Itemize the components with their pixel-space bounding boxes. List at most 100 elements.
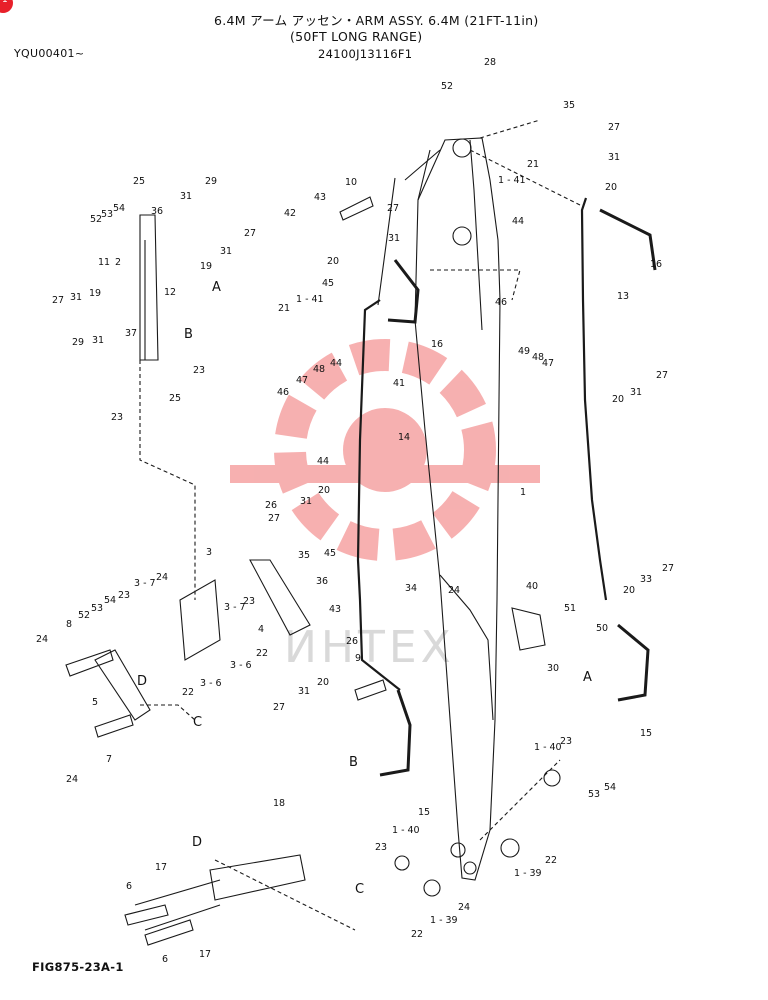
- ref-letter-B: B: [184, 327, 193, 342]
- callout-label: 20: [605, 182, 617, 193]
- callout-label: 14: [398, 432, 410, 443]
- cylinder-2: [139, 214, 159, 361]
- callout-label: 31: [92, 335, 104, 346]
- callout-label: 31: [388, 233, 400, 244]
- callout-label: 3: [206, 547, 212, 558]
- callout-label: 35: [563, 100, 575, 111]
- callout-label: 27: [656, 370, 668, 381]
- callout-label: 3 - 6: [200, 678, 222, 689]
- ref-letter-A: A: [583, 670, 592, 685]
- callout-label: 42: [284, 208, 296, 219]
- callout-label: 43: [314, 192, 326, 203]
- callout-label: 17: [155, 862, 167, 873]
- callout-label: 13: [617, 291, 629, 302]
- callout-label: 54: [604, 782, 616, 793]
- callout-label: 16: [650, 259, 662, 270]
- callout-label: 45: [324, 548, 336, 559]
- callout-label: 23: [375, 842, 387, 853]
- callout-label: 23: [243, 596, 255, 607]
- callout-label: 5: [92, 697, 98, 708]
- ref-letter-C: C: [193, 715, 202, 730]
- watermark-logo: [230, 339, 540, 561]
- callout-label: 6: [126, 881, 132, 892]
- ref-letter-D: D: [137, 674, 147, 689]
- callout-label: 31: [298, 686, 310, 697]
- callout-label: 36: [151, 206, 163, 217]
- callout-label: 27: [268, 513, 280, 524]
- callout-label: 6: [162, 954, 168, 965]
- callout-label: 43: [329, 604, 341, 615]
- callout-label: 4: [258, 624, 264, 635]
- callout-label: 47: [542, 358, 554, 369]
- callout-label: 46: [277, 387, 289, 398]
- callout-label: 45: [322, 278, 334, 289]
- callout-label: 52: [78, 610, 90, 621]
- callout-label: 27: [52, 295, 64, 306]
- callout-label: 16: [431, 339, 443, 350]
- callout-label: 44: [330, 358, 342, 369]
- callout-label: 46: [495, 297, 507, 308]
- callout-label: 23: [560, 736, 572, 747]
- bracket-37: [511, 607, 546, 651]
- callout-label: 17: [199, 949, 211, 960]
- callout-label: 24: [458, 902, 470, 913]
- callout-label: 44: [317, 456, 329, 467]
- callout-label: 3 - 6: [230, 660, 252, 671]
- callout-label: 28: [484, 57, 496, 68]
- pin-6-bottom: [144, 919, 194, 946]
- callout-label: 11: [98, 257, 110, 268]
- callout-label: 2: [115, 257, 121, 268]
- callout-label: 22: [411, 929, 423, 940]
- callout-label: 33: [640, 574, 652, 585]
- pin-10: [339, 196, 374, 221]
- callout-label: 26: [265, 500, 277, 511]
- arm-web-line: [377, 149, 441, 306]
- callout-label: 49: [518, 346, 530, 357]
- callout-label: 1: [520, 487, 526, 498]
- callout-label: 31: [70, 292, 82, 303]
- link-5: [94, 649, 151, 721]
- callout-label: 27: [608, 122, 620, 133]
- ref-letter-B: B: [349, 755, 358, 770]
- hose-16-top: [599, 208, 657, 271]
- callout-label: 21: [527, 159, 539, 170]
- callout-label: 7: [106, 754, 112, 765]
- callout-label: 15: [418, 807, 430, 818]
- callout-label: 3 - 7: [224, 602, 246, 613]
- callout-label: 1 - 41: [296, 294, 324, 305]
- pipe-13: [580, 197, 608, 601]
- callout-label: 25: [133, 176, 145, 187]
- callout-label: 36: [316, 576, 328, 587]
- hose-15-left: [379, 689, 412, 777]
- callout-label: 10: [345, 177, 357, 188]
- arm-body-edge: [417, 139, 494, 721]
- title-line-2: (50FT LONG RANGE): [290, 29, 423, 44]
- callout-label: 41: [393, 378, 405, 389]
- link-4: [249, 559, 311, 636]
- callout-label: 44: [512, 216, 524, 227]
- callout-label: 1 - 39: [430, 915, 458, 926]
- callout-label: 27: [387, 203, 399, 214]
- callout-label: 53: [91, 603, 103, 614]
- ref-letter-D: D: [192, 835, 202, 850]
- callout-label: 48: [532, 352, 544, 363]
- callout-label: 18: [273, 798, 285, 809]
- callout-label: 25: [169, 393, 181, 404]
- callout-label: 24: [156, 572, 168, 583]
- corner-badge-text: 1: [2, 0, 8, 5]
- callout-label: 22: [256, 648, 268, 659]
- hose-15-right: [617, 623, 650, 702]
- figure-reference: FIG875-23A-1: [32, 960, 124, 974]
- title-line-1: 6.4M アーム アッセン・ARM ASSY. 6.4M (21FT-11in): [214, 13, 539, 28]
- callout-label: 31: [300, 496, 312, 507]
- callout-label: 22: [545, 855, 557, 866]
- callout-label: 19: [89, 288, 101, 299]
- ref-letter-A: A: [212, 280, 221, 295]
- callout-label: 26: [346, 636, 358, 647]
- callout-label: 24: [448, 585, 460, 596]
- callout-label: 8: [66, 619, 72, 630]
- callout-label: 20: [318, 485, 330, 496]
- callout-label: 31: [220, 246, 232, 257]
- serial-range: YQU00401~: [14, 47, 85, 60]
